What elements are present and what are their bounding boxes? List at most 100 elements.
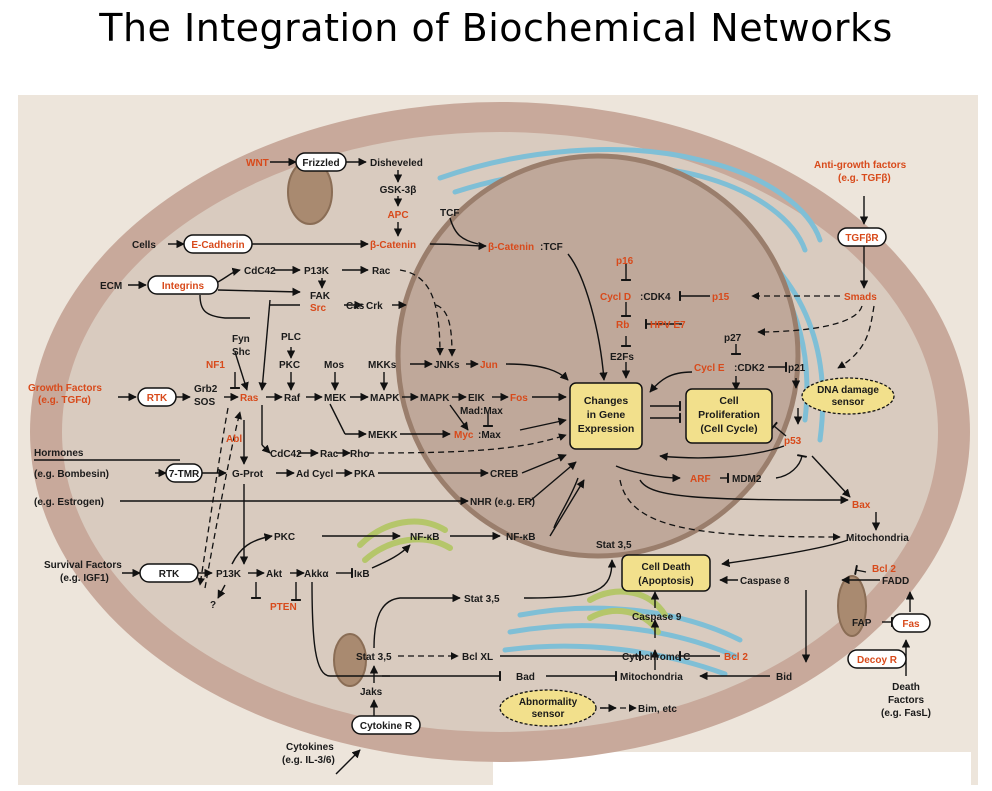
label-death-eg: (e.g. FasL) (881, 708, 931, 719)
label-nfkb-1: NF-κB (410, 532, 439, 543)
label-tgfbr: TGFβR (845, 233, 879, 244)
label-cells: Cells (132, 240, 156, 251)
label-p13k-bottom: P13K (216, 569, 242, 580)
label-crk: Crk (366, 301, 383, 312)
label-antigrowth-eg: (e.g. TGFβ) (838, 173, 891, 184)
label-jnks: JNKs (434, 360, 460, 371)
label-abl: Abl (226, 434, 242, 445)
label-plc: PLC (281, 332, 301, 343)
label-bax: Bax (852, 500, 871, 511)
label-proliferation: Proliferation (698, 409, 760, 421)
label-apc: APC (387, 210, 408, 221)
label-growth-eg: (e.g. TGFα) (38, 395, 91, 406)
label-survival-eg: (e.g. IGF1) (60, 573, 109, 584)
label-apoptosis: (Apoptosis) (638, 576, 694, 587)
label-jaks: Jaks (360, 687, 383, 698)
label-estrogen: (e.g. Estrogen) (34, 497, 104, 508)
label-akka: Akkα (304, 569, 329, 580)
label-factors: Factors (888, 695, 925, 706)
label-raf: Raf (284, 393, 301, 404)
label-cytokines: Cytokines (286, 742, 334, 753)
label-bcatenin: β-Catenin (370, 240, 416, 251)
label-p13k-top: P13K (304, 266, 330, 277)
page-title: The Integration of Biochemical Networks (99, 6, 893, 50)
label-bclxl: Bcl XL (462, 652, 493, 663)
label-myc: Myc (454, 430, 474, 441)
label-rtk: RTK (147, 393, 168, 404)
label-mitochondria-right: Mitochondria (846, 533, 909, 544)
label-mapk-2: MAPK (420, 393, 450, 404)
label-nfkb-2: NF-κB (506, 532, 535, 543)
label-hormones-eg: (e.g. Bombesin) (34, 469, 109, 480)
label-fos: Fos (510, 393, 528, 404)
label-rac-top: Rac (372, 266, 391, 277)
label-death: Death (892, 682, 920, 693)
label-hpv: HPV E7 (650, 320, 686, 331)
label-arf: ARF (690, 474, 711, 485)
label-elk: EIK (468, 393, 485, 404)
label-mek: MEK (324, 393, 347, 404)
label-rtk-2: RTK (159, 569, 180, 580)
label-bcatenin-tcf: β-Catenin (488, 242, 534, 253)
label-abnormality: Abnormality (519, 697, 578, 708)
label-tcf: TCF (440, 208, 459, 219)
label-cdk2: :CDK2 (734, 363, 765, 374)
label-changes: Changes (584, 395, 629, 407)
blank-corner (493, 752, 971, 791)
label-grb2: Grb2 (194, 384, 218, 395)
label-gprot: G-Prot (232, 469, 264, 480)
label-dna-damage: DNA damage (817, 385, 879, 396)
label-mos: Mos (324, 360, 344, 371)
label-wnt: WNT (246, 158, 269, 169)
label-pkc-top: PKC (279, 360, 300, 371)
label-mdm2: MDM2 (732, 474, 762, 485)
label-survival: Survival Factors (44, 560, 122, 571)
label-frizzled: Frizzled (302, 158, 339, 169)
label-question: ? (210, 600, 216, 611)
label-cytokines-eg: (e.g. IL-3/6) (282, 755, 335, 766)
label-sos: SOS (194, 397, 215, 408)
label-hormones: Hormones (34, 448, 84, 459)
highlight-boxes (499, 377, 895, 727)
label-in-gene: in Gene (587, 409, 626, 421)
node-labels: WNT Frizzled Disheveled GSK-3β APC TCF C… (28, 158, 931, 766)
label-creb: CREB (490, 469, 518, 480)
label-smads: Smads (844, 292, 877, 303)
label-bad: Bad (516, 672, 535, 683)
label-expression: Expression (578, 423, 635, 435)
label-pkc-bottom: PKC (274, 532, 295, 543)
label-7tmr: 7-TMR (169, 469, 200, 480)
label-shc: Shc (232, 347, 251, 358)
label-integrins: Integrins (162, 281, 205, 292)
label-rho: Rho (350, 449, 369, 460)
label-cdk4: :CDK4 (640, 292, 671, 303)
label-jun: Jun (480, 360, 498, 371)
label-ras: Ras (240, 393, 259, 404)
mitochondrion-shape-right (837, 575, 867, 637)
label-nf1: NF1 (206, 360, 225, 371)
label-cdc42-bottom: CdC42 (270, 449, 302, 460)
label-p27: p27 (724, 333, 742, 344)
label-p53: p53 (784, 436, 802, 447)
label-bid: Bid (776, 672, 792, 683)
label-mkks: MKKs (368, 360, 397, 371)
label-caspase8: Caspase 8 (740, 576, 790, 587)
label-bim: Bim, etc (638, 704, 677, 715)
label-fadd: FADD (882, 576, 909, 587)
label-src: Src (310, 303, 327, 314)
label-dna-sensor: sensor (832, 397, 865, 408)
label-cycld: Cycl D (600, 292, 631, 303)
label-p15: p15 (712, 292, 730, 303)
label-adcycl: Ad Cycl (296, 469, 333, 480)
label-cell: Cell (719, 395, 738, 407)
label-fyn: Fyn (232, 334, 250, 345)
label-pka: PKA (354, 469, 375, 480)
label-ecm: ECM (100, 281, 122, 292)
receptor-pills (137, 152, 931, 735)
label-antigrowth: Anti-growth factors (814, 160, 907, 171)
pathway-connectors (34, 157, 915, 775)
label-cdc42-top: CdC42 (244, 266, 276, 277)
label-p16: p16 (616, 256, 634, 267)
label-ikb: IκB (354, 569, 370, 580)
